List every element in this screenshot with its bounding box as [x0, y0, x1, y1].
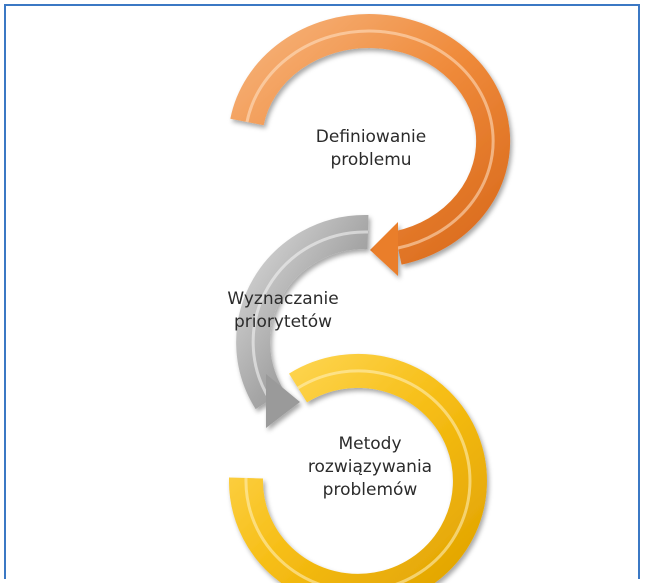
- step-2-arrow: [236, 214, 369, 428]
- step-3-ring: [228, 353, 487, 583]
- step-1-label: Definiowanie problemu: [315, 127, 427, 170]
- step-1-arrow: [230, 14, 511, 276]
- step-3-label: Metody rozwiązywania problemów: [307, 434, 433, 500]
- step-2-label: Wyznaczanie priorytetów: [227, 289, 339, 332]
- diagram-frame: [4, 4, 640, 579]
